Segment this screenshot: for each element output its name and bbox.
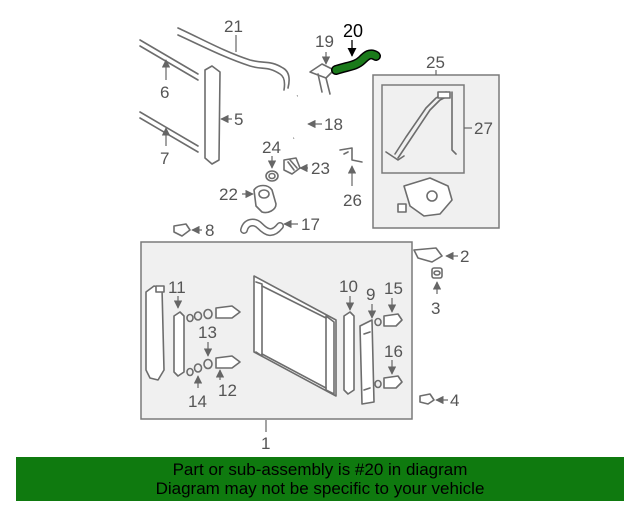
part-26-bracket[interactable] xyxy=(339,147,363,186)
callout-26: 26 xyxy=(343,191,362,210)
part-11-baffle[interactable] xyxy=(173,296,185,377)
part-17-hose[interactable] xyxy=(240,218,298,236)
callout-10: 10 xyxy=(339,277,358,296)
callout-22: 22 xyxy=(219,185,238,204)
part-2-bracket[interactable] xyxy=(413,247,458,263)
part-3-cushion[interactable] xyxy=(431,267,443,294)
callout-14: 14 xyxy=(188,392,207,411)
part-4-plug[interactable] xyxy=(419,393,448,405)
callout-17: 17 xyxy=(301,215,320,234)
part-23-thermostat[interactable] xyxy=(283,157,308,175)
part-1-radiator[interactable] xyxy=(145,275,337,432)
callout-4: 4 xyxy=(450,391,459,410)
callout-24: 24 xyxy=(262,138,281,157)
callout-20: 20 xyxy=(343,21,363,41)
part-16-fitting[interactable] xyxy=(374,360,403,389)
banner-line-2: Diagram may not be specific to your vehi… xyxy=(155,479,485,498)
callout-3: 3 xyxy=(431,299,440,318)
part-20-hose-highlighted[interactable] xyxy=(331,40,381,75)
part-10-baffle[interactable] xyxy=(343,296,355,395)
callout-21: 21 xyxy=(224,17,243,36)
part-21-seal[interactable] xyxy=(177,27,290,91)
callout-23: 23 xyxy=(311,159,330,178)
banner-line-1: Part or sub-assembly is #20 in diagram xyxy=(172,460,468,479)
part-7-seal[interactable] xyxy=(139,111,199,153)
callout-2: 2 xyxy=(460,247,469,266)
part-9-tank[interactable] xyxy=(359,304,377,405)
callout-27: 27 xyxy=(474,119,493,138)
part-22-housing[interactable] xyxy=(242,184,277,214)
callout-1: 1 xyxy=(261,434,270,453)
callout-16: 16 xyxy=(384,342,403,361)
callout-7: 7 xyxy=(160,149,169,168)
callout-18: 18 xyxy=(324,115,343,134)
part-13-fittings[interactable] xyxy=(186,305,241,377)
part-25-reservoir[interactable] xyxy=(385,91,457,217)
callout-11: 11 xyxy=(168,278,186,297)
part-19-connector[interactable] xyxy=(309,52,335,95)
callout-8: 8 xyxy=(205,221,214,240)
part-18-hose[interactable] xyxy=(289,94,322,140)
callout-12: 12 xyxy=(218,381,237,400)
part-8-clip[interactable] xyxy=(173,223,202,237)
info-banner: Part or sub-assembly is #20 in diagram D… xyxy=(16,457,624,501)
callout-19: 19 xyxy=(315,32,334,51)
callout-15: 15 xyxy=(384,279,403,298)
part-15-fitting[interactable] xyxy=(374,298,403,327)
callout-5: 5 xyxy=(234,110,243,129)
callout-25: 25 xyxy=(426,53,445,72)
callout-9: 9 xyxy=(366,285,375,304)
callout-13: 13 xyxy=(198,323,217,342)
callout-6: 6 xyxy=(160,83,169,102)
part-6-seal[interactable] xyxy=(139,39,199,81)
parts-diagram: 21 6 7 5 19 20 18 2 xyxy=(139,17,500,453)
part-24-oring[interactable] xyxy=(265,156,279,182)
part-5-baffle[interactable] xyxy=(204,65,232,165)
